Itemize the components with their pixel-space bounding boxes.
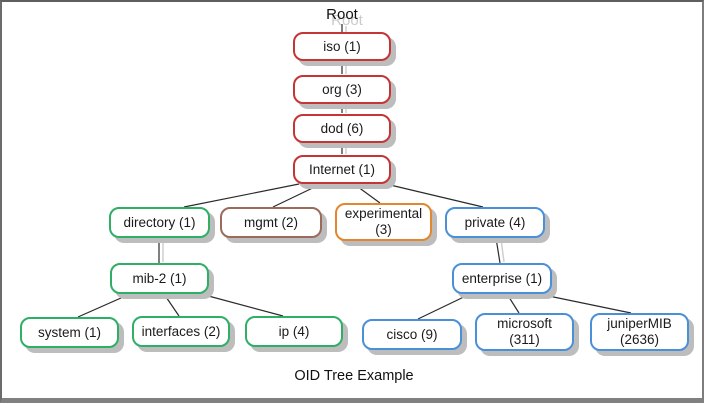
node-interfaces-label: interfaces (2) (141, 323, 221, 339)
node-mgmt: mgmt (2) (220, 207, 322, 238)
node-junipermib: juniperMIB (2636) (590, 313, 689, 351)
node-directory: directory (1) (109, 207, 210, 238)
node-private-label: private (4) (464, 214, 526, 230)
node-experimental: experimental (3) (335, 203, 432, 241)
node-internet: Internet (1) (293, 155, 391, 184)
node-junipermib-label: juniperMIB (2636) (607, 316, 672, 347)
node-experimental-label: experimental (3) (344, 206, 423, 237)
node-directory-label: directory (1) (123, 214, 196, 230)
node-ip-label: ip (4) (278, 323, 310, 339)
root-node-label: Root (326, 6, 358, 23)
node-enterprise: enterprise (1) (452, 263, 552, 294)
node-mib2: mib-2 (1) (110, 263, 209, 294)
node-microsoft-label: microsoft (311) (497, 316, 552, 347)
node-org: org (3) (293, 75, 391, 104)
node-enterprise-label: enterprise (1) (461, 270, 543, 286)
node-dod-label: dod (6) (320, 120, 364, 136)
node-org-label: org (3) (322, 81, 362, 97)
node-internet-label: Internet (1) (308, 161, 376, 177)
node-microsoft: microsoft (311) (475, 313, 574, 351)
node-system-label: system (1) (37, 324, 101, 340)
node-iso: iso (1) (293, 32, 391, 61)
node-mgmt-label: mgmt (2) (244, 214, 298, 230)
node-interfaces: interfaces (2) (132, 316, 230, 347)
node-iso-label: iso (1) (323, 38, 361, 54)
node-dod: dod (6) (293, 114, 391, 143)
node-cisco-label: cisco (9) (386, 326, 438, 342)
node-private: private (4) (445, 207, 545, 238)
diagram-caption: OID Tree Example (294, 368, 414, 384)
node-mib2-label: mib-2 (1) (132, 270, 187, 286)
node-ip: ip (4) (245, 316, 343, 347)
node-system: system (1) (20, 317, 119, 348)
node-cisco: cisco (9) (362, 319, 462, 350)
